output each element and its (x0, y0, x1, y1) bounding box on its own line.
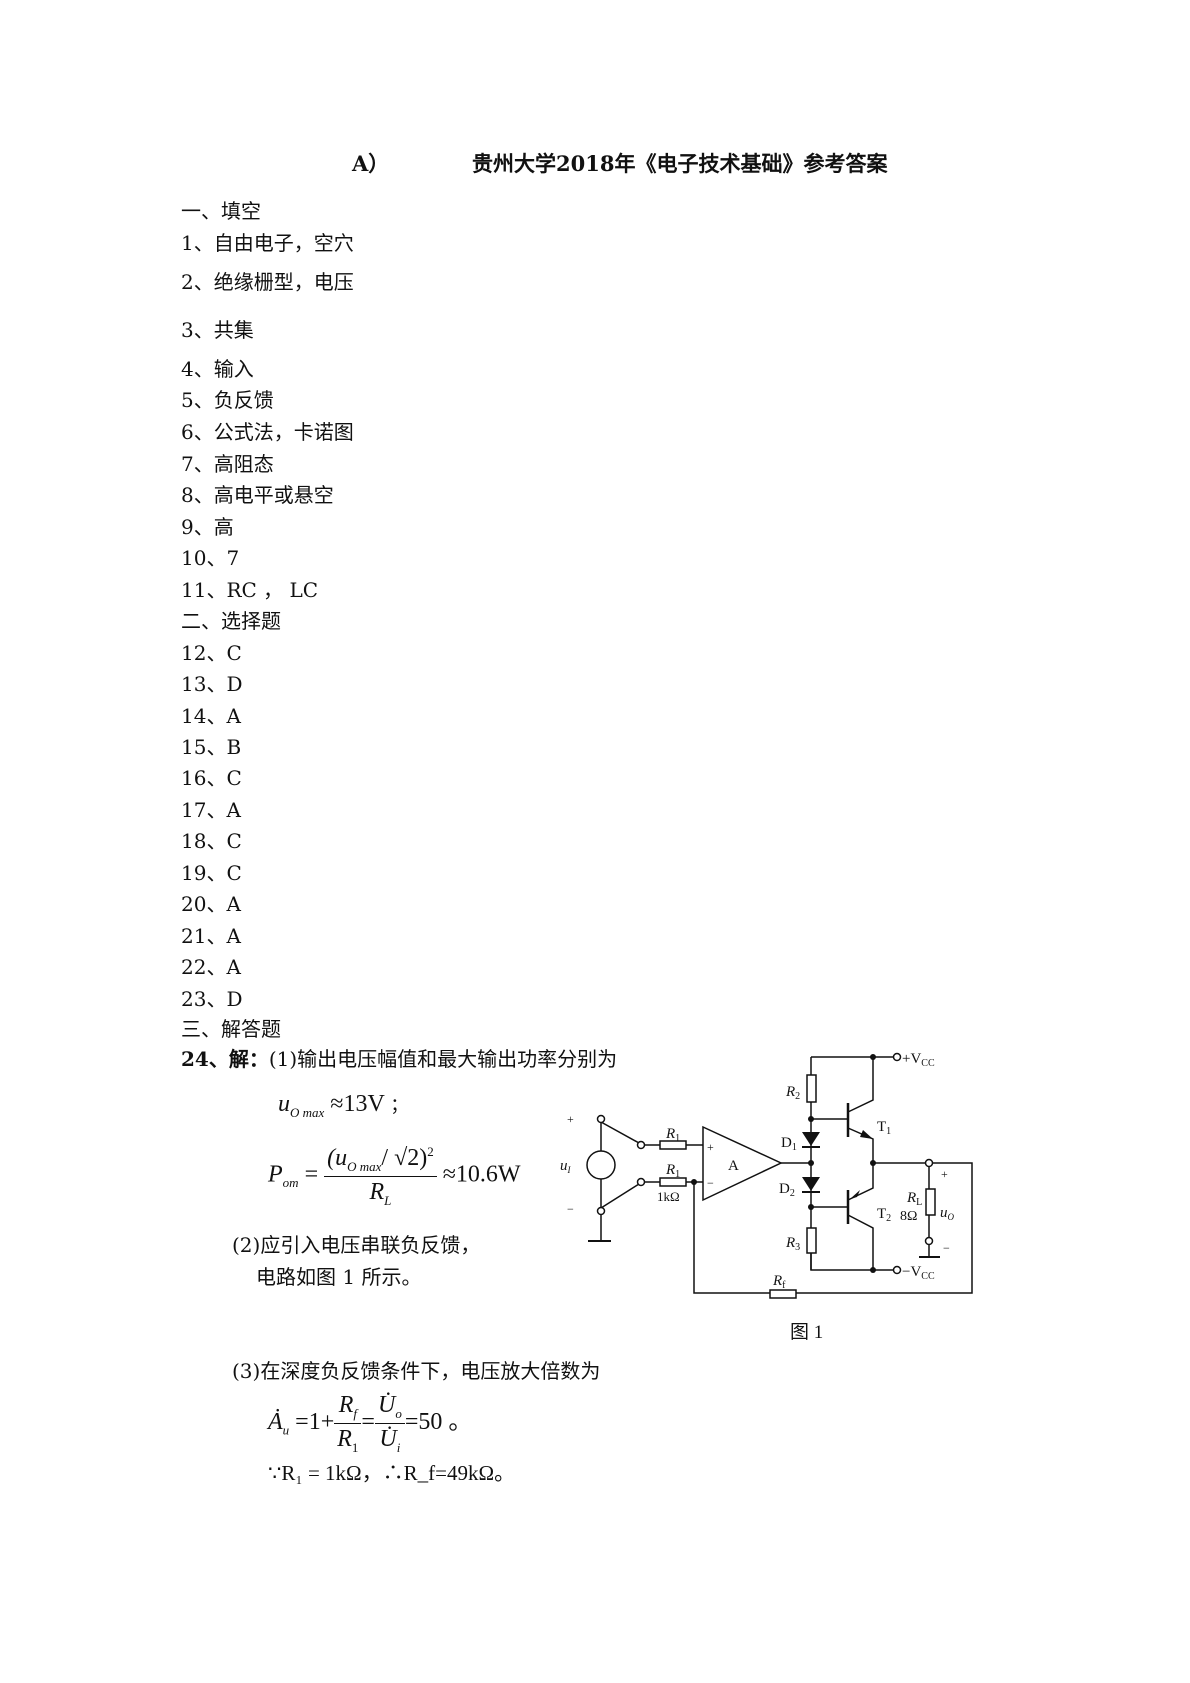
svg-text:T2: T2 (877, 1206, 891, 1224)
answer-item: 16、C (181, 766, 242, 790)
resistor-r1-top (659, 1140, 687, 1150)
answer-item: 2、绝缘栅型，电压 (181, 270, 354, 294)
answer-item: 11、RC ， LC (181, 578, 319, 602)
resistor-r2 (806, 1074, 817, 1103)
svg-text:uO: uO (940, 1205, 955, 1222)
resistor-r1-bottom (659, 1177, 687, 1187)
section-heading: 三、解答题 (181, 1017, 281, 1041)
wires (588, 1056, 973, 1294)
answer-item: 4、输入 (181, 357, 254, 381)
svg-text:R2: R2 (785, 1084, 800, 1102)
answer-item: 6、公式法，卡诺图 (181, 420, 354, 444)
svg-text:uI: uI (560, 1158, 572, 1175)
page-title: 贵州大学2018年《电子技术基础》参考答案 (472, 151, 888, 176)
svg-text:−: − (567, 1202, 574, 1216)
section-heading: 二、选择题 (181, 609, 281, 633)
answer-item: 7、高阻态 (181, 452, 274, 476)
answer-item: 13、D (181, 672, 243, 696)
svg-text:D1: D1 (781, 1135, 797, 1153)
answer-item: 1、自由电子，空穴 (181, 231, 354, 255)
part2-line1: (2)应引入电压串联负反馈， (232, 1233, 481, 1257)
answer-item: 21、A (181, 924, 241, 948)
circuit-diagram: +VCC −VCC R2 R3 R1 R1 1kΩ Rf RL 8Ω D1 D2… (560, 1051, 973, 1343)
equation-uomax: uO max ≈13V ； (278, 1091, 409, 1120)
svg-text:Rf: Rf (772, 1273, 786, 1291)
answer-item: 17、A (181, 798, 241, 822)
section-heading: 一、填空 (181, 199, 261, 223)
svg-text:−: − (707, 1176, 714, 1190)
svg-text:+: + (707, 1140, 714, 1154)
svg-text:A: A (728, 1158, 739, 1174)
answer-item: 12、C (181, 641, 242, 665)
resistor-rl (925, 1188, 936, 1216)
diode-d1 (802, 1132, 820, 1146)
svg-text:D2: D2 (779, 1181, 795, 1199)
answer-item: 22、A (181, 955, 241, 979)
components (586, 1052, 936, 1299)
svg-text:RL: RL (906, 1190, 922, 1208)
answer-item: 9、高 (181, 515, 234, 539)
answer-item: 19、C (181, 861, 242, 885)
part3-text: (3)在深度负反馈条件下，电压放大倍数为 (232, 1359, 601, 1383)
svg-text:−: − (943, 1241, 950, 1255)
svg-text:R1: R1 (665, 1162, 680, 1180)
svg-text:R3: R3 (785, 1235, 800, 1253)
figure-caption: 图 1 (790, 1322, 823, 1343)
title-prefix: A） (352, 151, 390, 176)
diode-d2 (802, 1177, 820, 1191)
op-amp (702, 1125, 783, 1202)
resistor-rf (769, 1289, 797, 1299)
svg-text:8Ω: 8Ω (900, 1209, 917, 1224)
answer-item: 23、D (181, 987, 243, 1011)
svg-text:+: + (941, 1167, 948, 1181)
voltage-source (586, 1150, 616, 1180)
answer-item: 14、A (181, 704, 241, 728)
svg-text:+: + (567, 1112, 574, 1126)
resistor-r3 (806, 1227, 817, 1254)
svg-text:R1: R1 (665, 1126, 680, 1144)
answer-item: 15、B (181, 735, 242, 759)
part1-text: (1)输出电压幅值和最大输出功率分别为 (268, 1047, 618, 1071)
question-label: 24、解： (181, 1047, 269, 1071)
answer-item: 8、高电平或悬空 (181, 483, 334, 507)
conclusion: ∵R₁ = 1kΩ，∴R_f=49kΩ。 (268, 1461, 516, 1485)
answer-item: 18、C (181, 829, 242, 853)
part2-line2: 电路如图 1 所示。 (256, 1265, 422, 1289)
answer-item: 10、7 (181, 546, 240, 570)
answer-item: 20、A (181, 892, 241, 916)
svg-text:1kΩ: 1kΩ (657, 1189, 680, 1204)
answer-item: 3、共集 (181, 318, 254, 342)
answer-item: 5、负反馈 (181, 388, 274, 412)
svg-text:−VCC: −VCC (902, 1264, 935, 1282)
svg-text:T1: T1 (877, 1119, 891, 1137)
svg-text:+VCC: +VCC (902, 1051, 935, 1069)
